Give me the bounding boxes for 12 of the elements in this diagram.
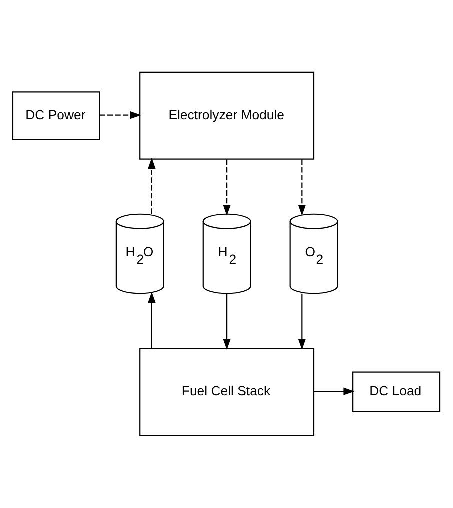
arrow [223,294,231,350]
arrow [298,294,306,350]
arrow [148,292,156,348]
arrow [314,388,355,396]
node-box: DC Power [12,92,100,140]
node-box: Fuel Cell Stack [140,348,315,436]
arrow [148,158,156,214]
node-box: Electrolyzer Module [140,72,315,160]
arrow [223,160,231,216]
arrow [100,111,142,120]
arrow [298,160,306,216]
node-box: DC Load [352,372,441,412]
